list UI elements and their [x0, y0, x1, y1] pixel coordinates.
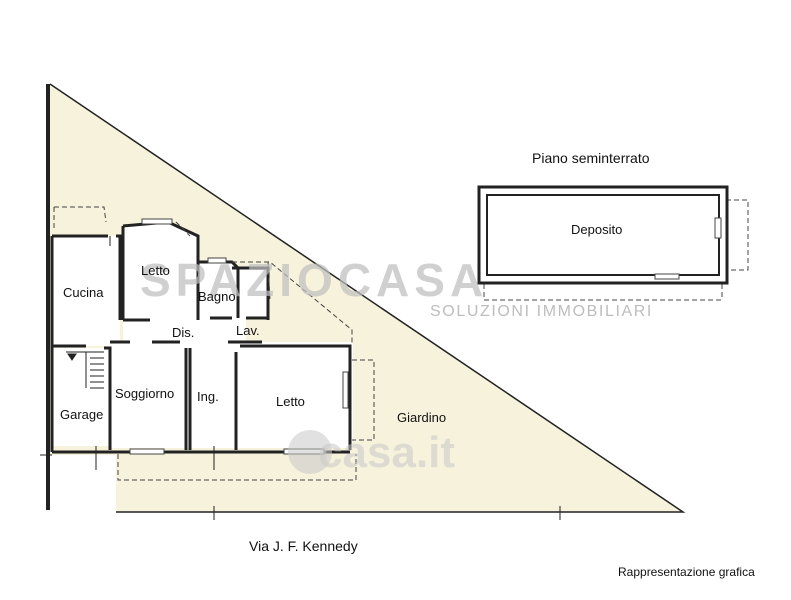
house [52, 222, 353, 448]
disclaimer-note: Rappresentazione grafica [618, 565, 755, 579]
room-label-deposito: Deposito [571, 222, 623, 237]
basement-title: Piano seminterrato [532, 150, 650, 166]
deposito-plan [477, 185, 729, 285]
watermark-tagline: SOLUZIONI IMMOBILIARI [430, 303, 653, 320]
stairs [66, 351, 104, 389]
dashed-outlines [53, 199, 749, 481]
room-label-garage: Garage [60, 407, 104, 422]
brand-wordmark-logo: SPAZIOCASA [140, 254, 488, 306]
room-label-letto-1: Letto [141, 263, 170, 278]
watermark-site: casa.it [318, 428, 455, 477]
casa-logo-circle [288, 430, 332, 474]
property-boundary [49, 83, 686, 513]
room-label-bagno: Bagno [198, 289, 236, 304]
room-label-dis: Dis. [172, 325, 195, 340]
house-walls [50, 220, 352, 454]
area-label-giardino: Giardino [397, 410, 447, 425]
tick-marks [40, 236, 561, 520]
room-label-cucina: Cucina [63, 285, 104, 300]
room-label-ing: Ing. [197, 389, 219, 404]
room-label-lav: Lav. [236, 323, 260, 338]
room-label-soggiorno: Soggiorno [115, 386, 175, 401]
street-label: Via J. F. Kennedy [249, 538, 358, 554]
room-label-letto-2: Letto [276, 394, 305, 409]
